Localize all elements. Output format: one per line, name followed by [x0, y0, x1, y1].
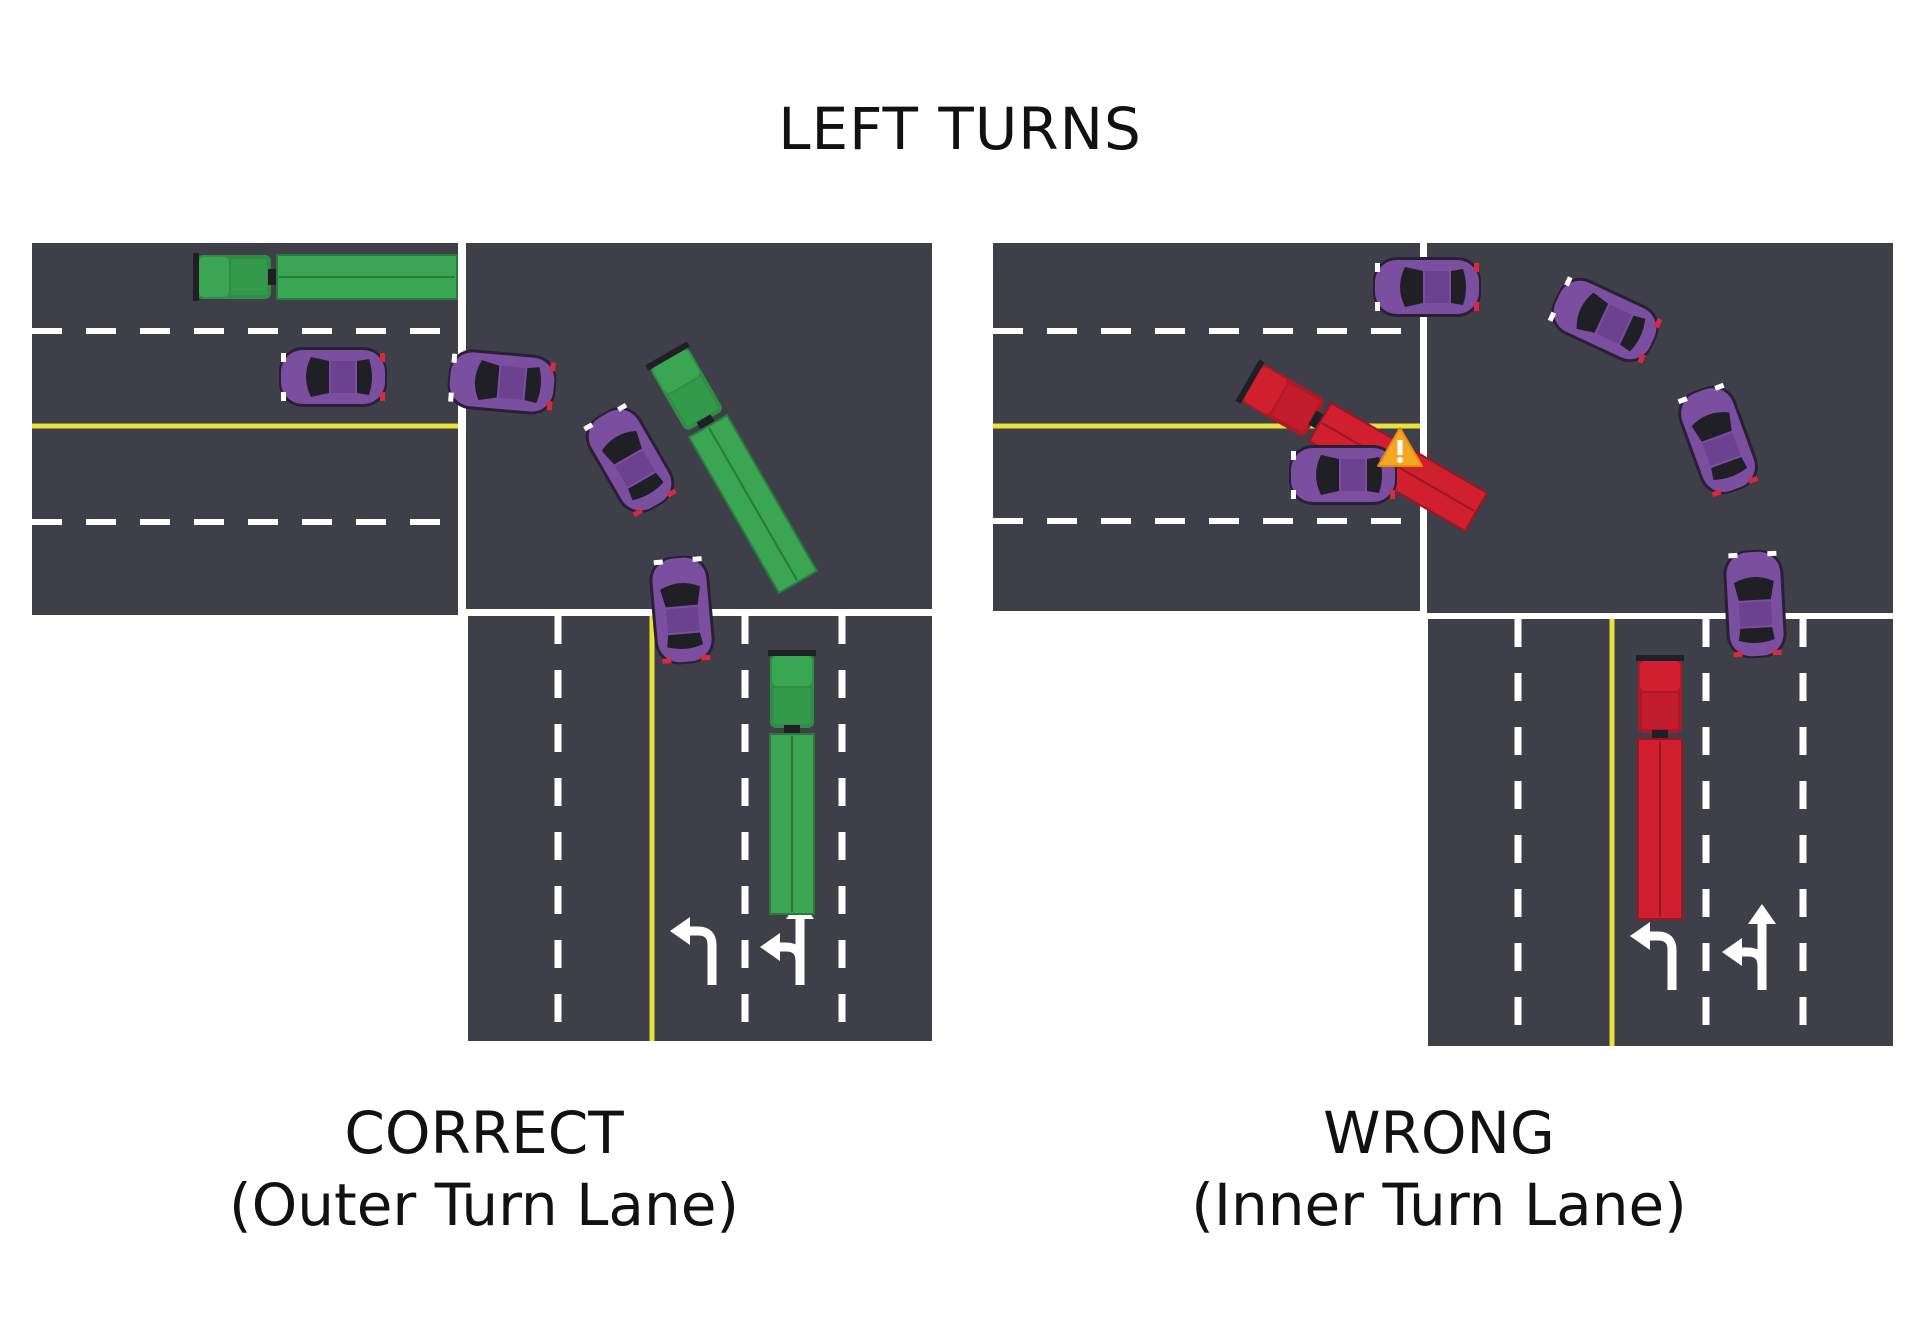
warning-icon — [1377, 427, 1423, 467]
green-truck-waiting — [767, 649, 817, 915]
north-south-road — [468, 616, 932, 1041]
east-west-road — [32, 243, 458, 615]
purple-car — [1373, 257, 1481, 317]
purple-car-hit — [1289, 445, 1397, 505]
purple-car — [445, 347, 559, 417]
intersection-box — [1427, 243, 1893, 613]
correct-sublabel: (Outer Turn Lane) — [228, 1171, 740, 1239]
correct-label: CORRECT — [344, 1099, 624, 1167]
correct-intersection — [32, 243, 932, 1041]
diagram-title: LEFT TURNS — [778, 95, 1142, 163]
purple-car — [279, 347, 387, 407]
correct-caption: CORRECT (Outer Turn Lane) — [134, 1097, 834, 1241]
wrong-label: WRONG — [1323, 1099, 1555, 1167]
wrong-intersection — [993, 243, 1893, 1046]
red-truck-waiting — [1635, 654, 1685, 920]
wrong-caption: WRONG (Inner Turn Lane) — [1089, 1097, 1789, 1241]
purple-car — [1722, 548, 1788, 660]
purple-car — [647, 553, 717, 667]
wrong-sublabel: (Inner Turn Lane) — [1191, 1171, 1687, 1239]
green-truck-completed-turn — [192, 252, 458, 302]
